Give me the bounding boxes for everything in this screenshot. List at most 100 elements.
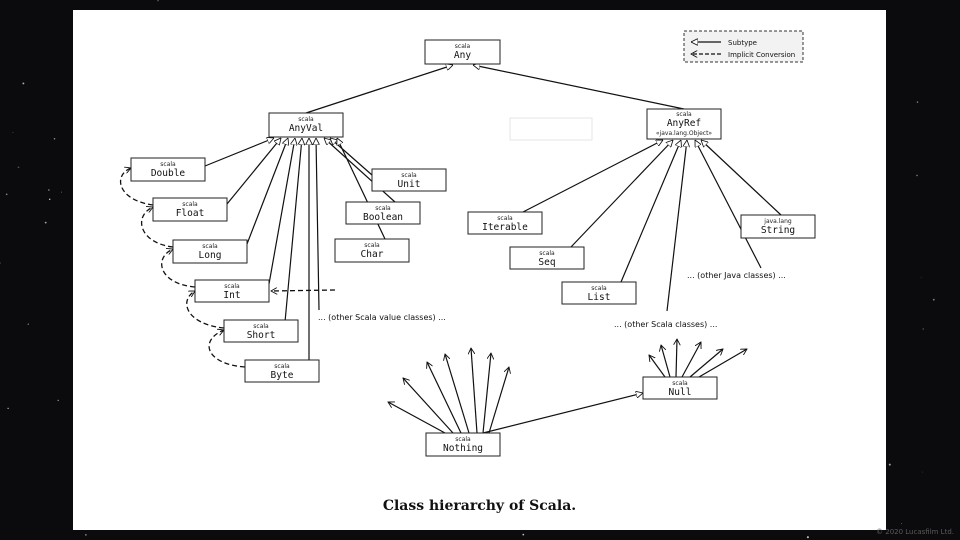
class-name: Any bbox=[454, 50, 471, 61]
class-box bbox=[425, 432, 501, 457]
open-arrow bbox=[488, 367, 509, 434]
legend-subtype-label: Subtype bbox=[728, 39, 757, 47]
faint-placeholder-box bbox=[509, 117, 593, 141]
class-name: Byte bbox=[271, 370, 294, 381]
subtype-edge bbox=[701, 140, 782, 216]
star bbox=[157, 0, 159, 2]
class-box bbox=[424, 39, 501, 65]
class-name: String bbox=[761, 225, 795, 236]
class-box bbox=[642, 376, 718, 400]
implicit-conversion-edge bbox=[186, 290, 225, 329]
class-name: Seq bbox=[538, 257, 555, 268]
star bbox=[22, 82, 25, 85]
class-name: Char bbox=[361, 249, 384, 260]
package-label: scala bbox=[539, 250, 555, 257]
class-name: Double bbox=[151, 168, 186, 179]
package-label: scala bbox=[364, 242, 380, 249]
package-label: java.lang bbox=[763, 218, 792, 225]
class-box bbox=[194, 279, 270, 303]
star bbox=[920, 277, 922, 279]
subtype-edge bbox=[284, 138, 302, 323]
implicit-conversion-edge bbox=[208, 330, 246, 368]
class-box bbox=[172, 239, 248, 264]
class-hierarchy-diagram: Subtype Implicit Conversion scalaAnyscal… bbox=[120, 30, 816, 457]
star bbox=[57, 399, 59, 402]
star bbox=[932, 298, 935, 301]
class-name: Nothing bbox=[443, 443, 483, 454]
package-label: scala bbox=[298, 116, 314, 123]
package-label: scala bbox=[182, 201, 198, 208]
package-label: scala bbox=[591, 285, 607, 292]
class-box bbox=[561, 281, 637, 305]
package-label: scala bbox=[202, 243, 218, 250]
class-name: Int bbox=[223, 290, 240, 301]
implicit-conversion-edge bbox=[271, 290, 336, 291]
class-name: Boolean bbox=[363, 212, 403, 223]
class-alias: «java.lang.Object» bbox=[656, 130, 713, 137]
class-box bbox=[509, 246, 585, 270]
star bbox=[0, 262, 1, 264]
class-name: AnyVal bbox=[289, 123, 323, 134]
open-arrow bbox=[445, 354, 470, 434]
subtype-edge bbox=[620, 140, 681, 283]
package-label: scala bbox=[274, 363, 290, 370]
subtype-edge bbox=[305, 65, 453, 114]
star bbox=[888, 463, 891, 466]
copyright-text: © 2020 Lucasfilm Ltd. bbox=[876, 528, 954, 536]
star bbox=[48, 189, 50, 191]
star bbox=[85, 534, 87, 536]
star bbox=[60, 191, 63, 193]
class-name: Long bbox=[199, 250, 222, 261]
package-label: scala bbox=[160, 161, 176, 168]
package-label: scala bbox=[672, 380, 688, 387]
star bbox=[916, 101, 919, 103]
subtype-edge bbox=[316, 138, 319, 311]
open-arrow bbox=[649, 355, 666, 378]
star bbox=[17, 166, 20, 169]
class-box bbox=[467, 211, 543, 235]
open-arrow bbox=[689, 349, 723, 378]
subtype-edge bbox=[473, 65, 685, 110]
star bbox=[12, 132, 14, 133]
package-label: scala bbox=[455, 436, 471, 443]
open-arrow bbox=[681, 342, 702, 378]
star bbox=[27, 323, 29, 325]
note-other-value-classes: ... (other Scala value classes) ... bbox=[318, 313, 446, 322]
star bbox=[5, 193, 8, 196]
package-label: scala bbox=[401, 172, 417, 179]
star bbox=[922, 328, 924, 330]
open-arrow bbox=[698, 348, 747, 378]
legend: Subtype Implicit Conversion bbox=[683, 30, 804, 63]
edges bbox=[120, 65, 782, 434]
subtype-edge bbox=[246, 138, 288, 245]
note-other-java-classes: ... (other Java classes) ... bbox=[687, 271, 786, 280]
class-name: List bbox=[588, 292, 611, 303]
package-label: scala bbox=[455, 43, 471, 50]
subtype-edge bbox=[330, 138, 373, 176]
class-name: AnyRef bbox=[667, 118, 701, 129]
class-box bbox=[152, 197, 228, 222]
class-box bbox=[334, 238, 410, 263]
star bbox=[48, 198, 51, 201]
open-arrow bbox=[427, 362, 462, 434]
star bbox=[916, 174, 918, 177]
subtype-edge bbox=[482, 393, 643, 434]
class-box bbox=[268, 112, 344, 138]
class-name: Iterable bbox=[482, 222, 528, 233]
